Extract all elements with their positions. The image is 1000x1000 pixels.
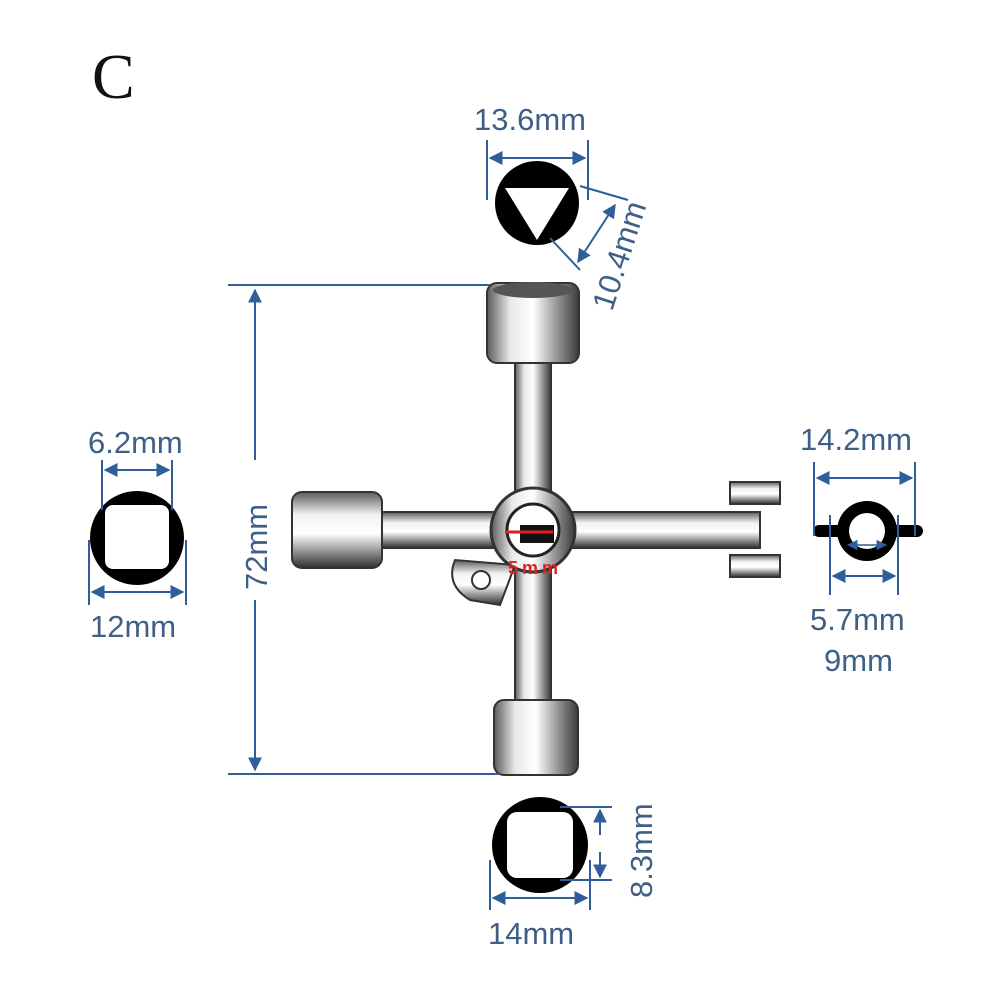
bottom-width-label: 14mm: [488, 916, 574, 951]
left-square-profile: [88, 460, 187, 605]
right-round-profile: [813, 462, 923, 595]
center-square-socket: [520, 525, 554, 543]
left-outer-label: 12mm: [90, 609, 176, 644]
right-inner-label: 5.7mm: [810, 602, 905, 637]
cross-key-image: 5mm: [291, 282, 781, 776]
bottom-square-profile: [489, 797, 612, 910]
left-inner-label: 6.2mm: [88, 425, 183, 460]
right-slot-label: 9mm: [824, 643, 893, 678]
center-square-label: 5mm: [508, 558, 562, 578]
top-triangle-profile: [486, 140, 629, 271]
top-width-label: 13.6mm: [474, 102, 586, 137]
overall-height-dimension: [228, 284, 500, 775]
variant-letter: C: [92, 41, 135, 112]
overall-height-label: 72mm: [239, 504, 274, 590]
bottom-inner-label: 8.3mm: [624, 803, 659, 898]
right-outer-label: 14.2mm: [800, 422, 912, 457]
top-triangle-label: 10.4mm: [585, 197, 653, 314]
